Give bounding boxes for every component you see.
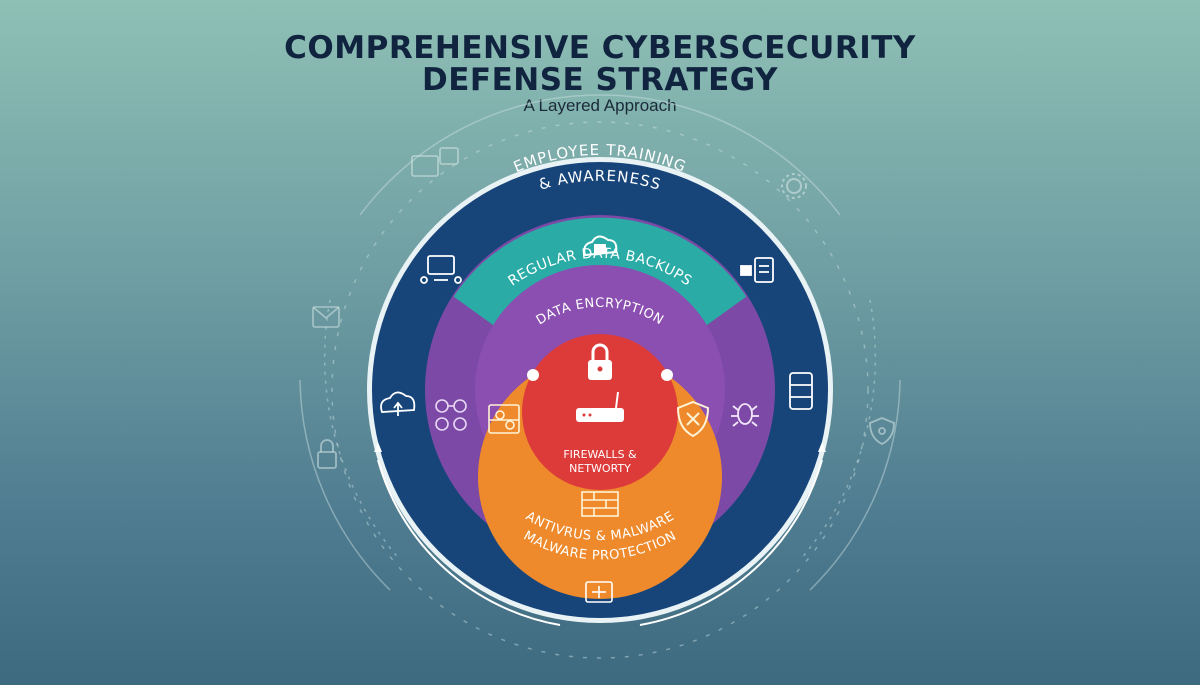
envelope-icon [312,306,340,328]
router-icon [576,391,624,422]
firewalls-label-2: NETWORTY [569,462,631,475]
users-monitor-icon [420,255,462,284]
title-line-2: DEFENSE STRATEGY [422,62,778,98]
cloud-lock-icon [583,235,618,257]
lock-icon [588,343,612,380]
padlock-icon [317,439,337,469]
cloud-upload-icon [380,391,416,416]
gear-icon [781,173,807,199]
subtitle: A Layered Approach [523,96,677,115]
shield-x-icon [676,400,710,438]
monitor-icon [411,147,459,177]
cycle-arrows [374,442,826,626]
bug-icon [731,403,759,427]
circuit-icon [488,404,520,434]
document-lock-icon [740,257,774,283]
firewalls-label-1: FIREWALLS & [563,448,637,461]
connector-dot-right [661,369,673,381]
server-icon [789,372,813,410]
shield-lock-icon [869,417,895,446]
flowchart-icon [585,581,613,603]
connector-dot-left [527,369,539,381]
keys-icon [435,399,467,431]
title-line-1: COMPREHENSIVE CYBERSCECURITY [284,30,916,66]
firewall-brick-icon [581,491,619,517]
